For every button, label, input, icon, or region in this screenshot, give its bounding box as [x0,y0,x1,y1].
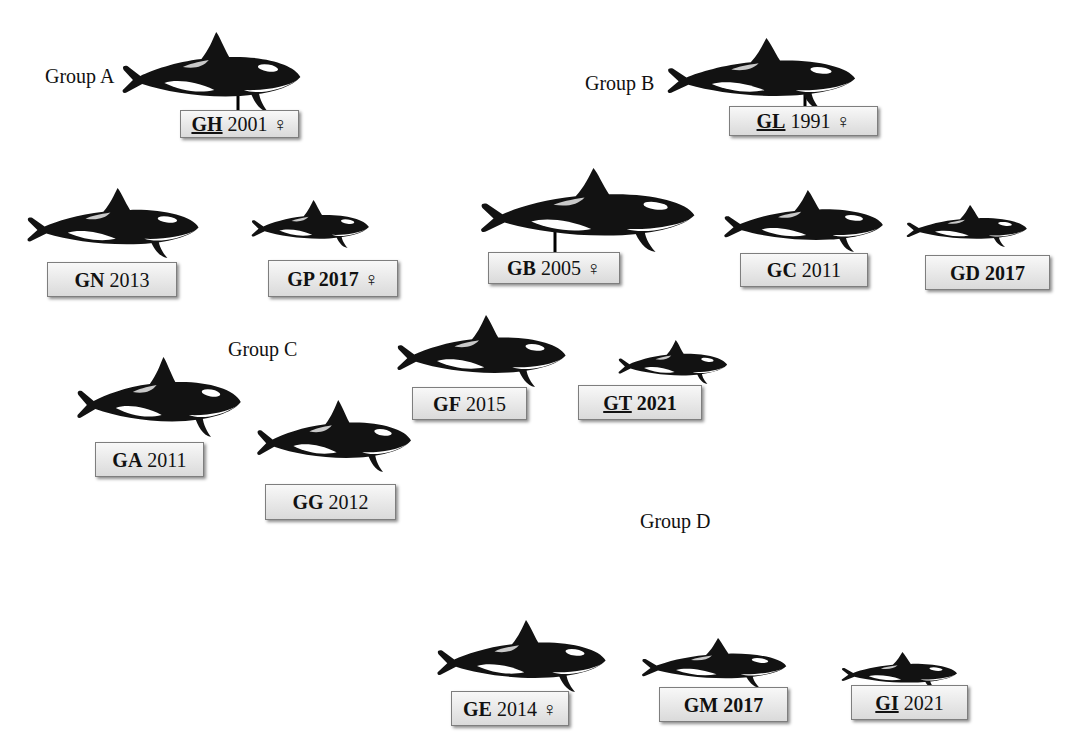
whale-label: GH 2001 ♀ [191,113,287,135]
whale-label: GM 2017 [684,694,763,716]
whale-label-box: GN 2013 [47,262,177,297]
whale-label-box: GT 2021 [578,385,702,420]
orca-illustration [907,205,1027,247]
whale-id: GP [287,268,314,290]
orca-illustration [437,620,605,692]
whale-id: GD [950,262,980,284]
orca-illustration [123,32,301,112]
orca-illustration [77,357,240,437]
orca-illustration [257,400,411,472]
birth-year: 2017 [718,694,763,716]
mother-links [238,95,805,252]
whale-label: GG 2012 [292,491,368,513]
whale-id: GF [433,393,461,415]
whale-label: GC 2011 [767,259,841,281]
whale-id: GN [75,269,105,291]
whale-label-box: GH 2001 ♀ [180,110,299,138]
whale-id: GL [757,110,786,132]
orca-illustration [252,200,369,248]
whale-label-box: GE 2014 ♀ [451,691,569,726]
whale-label: GA 2011 [112,449,186,471]
whale-label-box: GL 1991 ♀ [729,106,878,136]
whale-label: GT 2021 [603,392,677,414]
whale-label-box: GG 2012 [265,484,396,520]
group-label: Group D [640,510,711,532]
whale-label-box: GB 2005 ♀ [488,252,620,284]
whale-id: GB [507,257,536,279]
group-label: Group A [45,65,114,87]
birth-year: 2001 ♀ [223,113,288,135]
kinship-line [240,138,336,260]
birth-year: 2017 [980,262,1025,284]
whale-id: GH [191,113,222,135]
orca-illustration [668,38,855,110]
whale-label-box: GF 2015 [412,387,527,420]
birth-year: 2011 [142,449,186,471]
kinship-line [169,138,240,262]
social-group-region: Group D GE 2014 ♀ GM 2017 GI 2021 [395,500,1065,745]
birth-year: 2005 ♀ [536,257,601,279]
social-group-region: Group BGL 1991 ♀GB 2005 ♀GC 2011GD 2017G… [385,18,1085,445]
birth-year: 2013 [105,269,150,291]
orca-illustration [481,168,694,252]
group-outline-path [14,10,418,298]
whale-label-box: GA 2011 [95,442,204,477]
group-outline [385,18,1085,445]
whale-label-box: GC 2011 [740,253,868,287]
whale-id: GE [463,698,492,720]
whale-label: GE 2014 ♀ [463,698,557,720]
whale-label: GF 2015 [433,393,506,415]
orca-illustration [27,188,198,258]
whale-label-box: GM 2017 [659,687,788,722]
social-group-region: Group A GH 2001 ♀ GN 2013 GP 2017 ♀ [3,0,428,305]
birth-year: 2017 ♀ [314,268,379,290]
group-label: Group B [585,72,654,94]
whale-label: GN 2013 [75,269,150,291]
social-group-region: Group CGA 2011GG 2012 [55,330,400,552]
whale-label: GD 2017 [950,262,1025,284]
birth-year: 2011 [797,259,841,281]
group-outline-path [393,22,1078,441]
whale-label: GI 2021 [875,692,943,714]
birth-year: 2014 ♀ [492,698,557,720]
group-label: Group C [228,338,297,360]
whale-label: GL 1991 ♀ [757,110,851,132]
orca-illustration [619,340,728,384]
whale-label: GP 2017 ♀ [287,268,379,290]
tree-line [554,232,557,252]
orca-illustration [724,190,883,252]
tree-line [237,95,240,110]
whale-label-box: GP 2017 ♀ [268,260,398,297]
whale-label: GB 2005 ♀ [507,257,601,279]
orca-illustration [397,315,565,387]
whale-id: GM [684,694,718,716]
birth-year: 2021 [632,392,677,414]
whale-id: GC [767,259,797,281]
whale-label-box: GD 2017 [925,255,1050,290]
whale-id: GG [292,491,323,513]
whale-id: GI [875,692,898,714]
whale-id: GT [603,392,632,414]
whale-label-box: GI 2021 [851,685,968,720]
birth-year: 1991 ♀ [785,110,850,132]
birth-year: 2015 [461,393,506,415]
birth-year: 2021 [899,692,944,714]
orca-illustration [642,638,786,688]
whale-id: GA [112,449,142,471]
birth-year: 2012 [324,491,369,513]
group-outline-path [400,505,1057,743]
